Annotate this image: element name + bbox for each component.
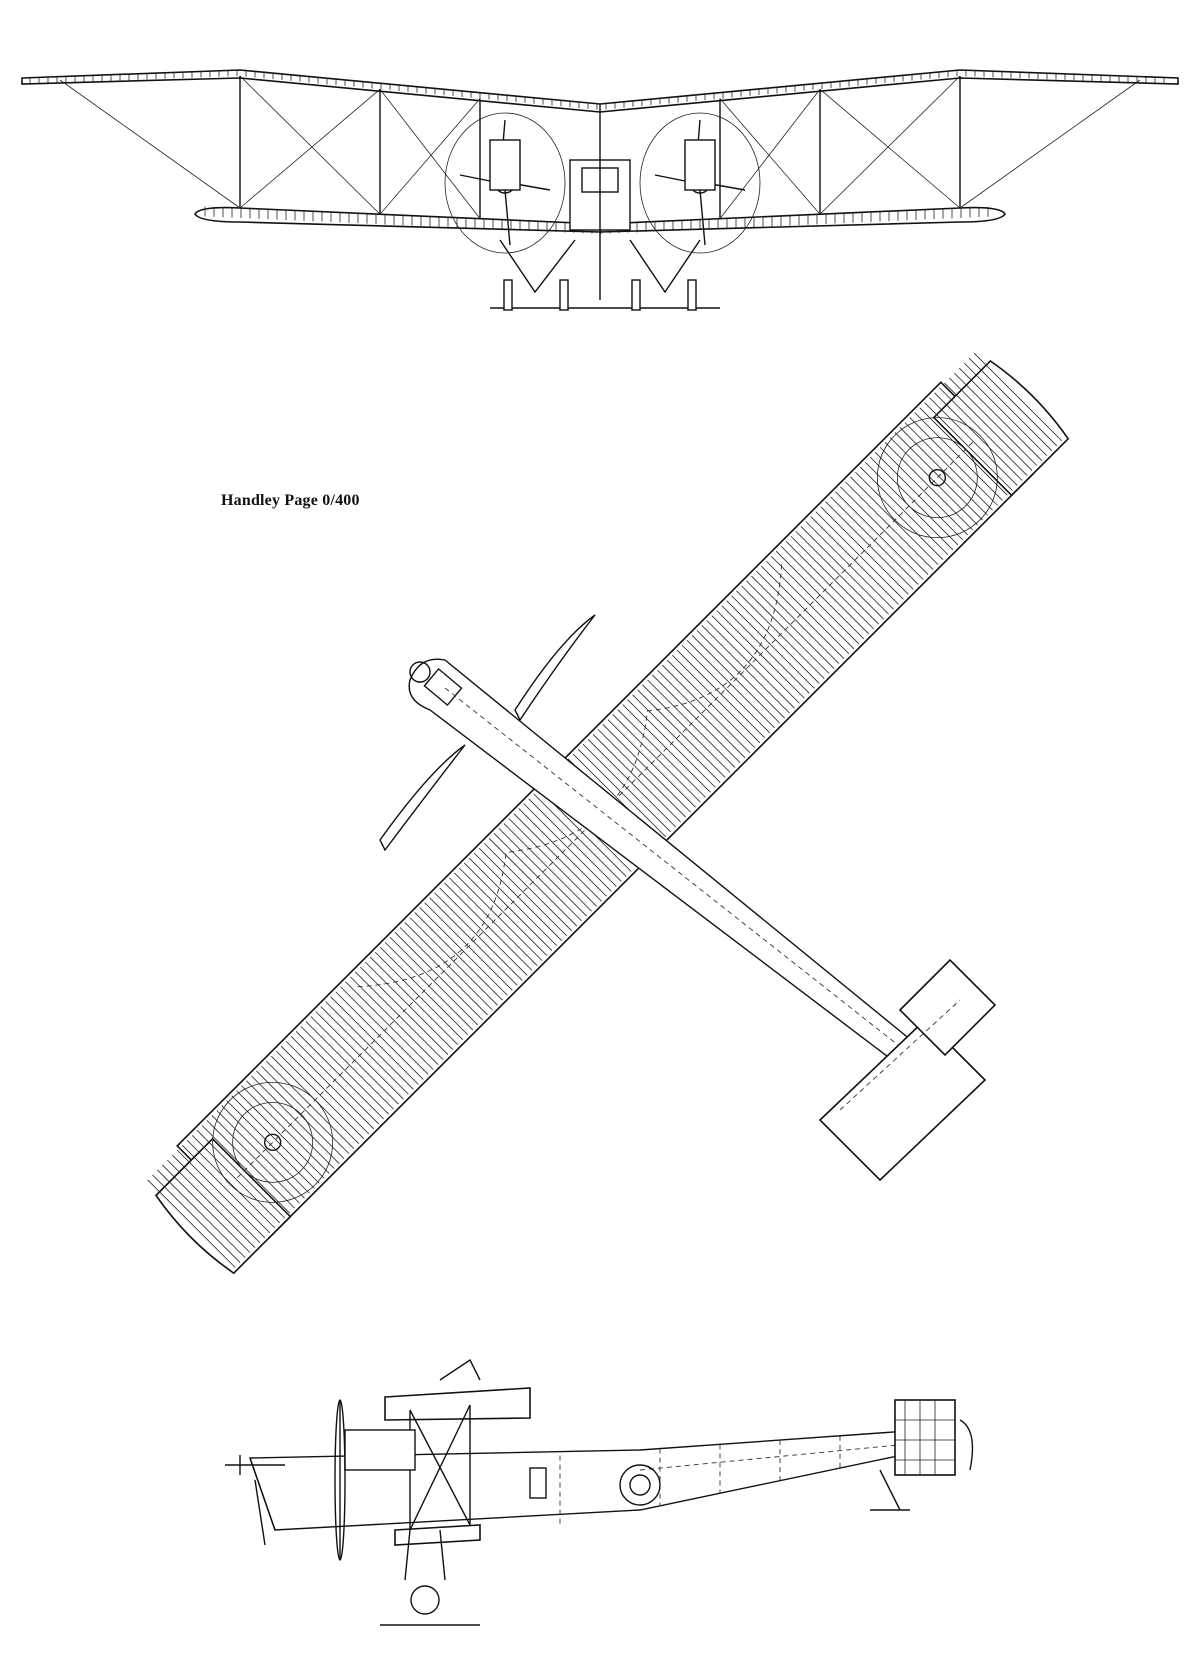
side-fuselage (249, 1427, 951, 1531)
side-engine (334, 1399, 416, 1561)
port-engine (444, 112, 566, 254)
plan-propellers (379, 614, 596, 852)
side-tail (870, 1399, 974, 1511)
drawing-caption: Handley Page 0/400 (221, 492, 360, 509)
starboard-engine (639, 112, 761, 254)
front-view (21, 69, 1179, 311)
upper-wing (21, 69, 1179, 113)
side-wings (384, 1358, 531, 1546)
plan-view (147, 352, 1070, 1275)
fuselage-front (569, 104, 631, 300)
side-undercarriage (380, 1529, 480, 1626)
plan-fuselage (408, 658, 997, 1182)
nose-gun (225, 1455, 285, 1546)
interplane-struts (59, 75, 1141, 219)
undercarriage-front (490, 239, 720, 311)
